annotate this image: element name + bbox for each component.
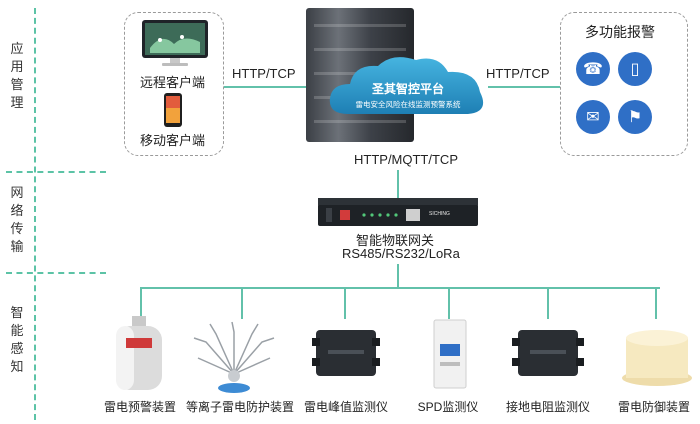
bell-icon: ⚑ <box>618 100 652 134</box>
layer-divider-2 <box>6 272 106 274</box>
smartphone-icon <box>164 93 182 127</box>
layer-label-network: 网络传输 <box>10 185 24 254</box>
protocol-down-label: HTTP/MQTT/TCP <box>354 152 458 167</box>
gateway-brand: SICHING <box>429 211 450 217</box>
alarm-title: 多功能报警 <box>585 24 655 40</box>
connector-client-platform <box>224 86 308 88</box>
mail-icon: ✉ <box>576 100 610 134</box>
protocol-left-label: HTTP/TCP <box>232 66 296 81</box>
connector-drop-5 <box>547 287 549 319</box>
cloud-platform-icon <box>329 57 484 114</box>
desktop-monitor-icon <box>142 20 208 66</box>
protocol-right-label: HTTP/TCP <box>486 66 550 81</box>
connector-gateway-bus <box>397 264 399 288</box>
remote-client-label: 远程客户端 <box>140 75 206 90</box>
layer-label-sensing: 智能感知 <box>10 305 24 374</box>
device-label: 接地电阻监测仪 <box>505 400 590 414</box>
layer-divider-vertical <box>34 8 36 420</box>
device-label: 雷电防御装置 <box>617 400 690 414</box>
device-label: 雷电预警装置 <box>103 400 176 414</box>
connector-drop-6 <box>655 287 657 319</box>
connector-platform-alarm <box>488 86 560 88</box>
connector-bus <box>140 287 660 289</box>
connector-platform-gateway <box>397 170 399 198</box>
layer-divider-1 <box>6 171 106 173</box>
client-box <box>124 12 224 156</box>
gateway-name: 智能物联网关 <box>356 233 435 248</box>
gateway-device-icon <box>318 198 478 226</box>
platform-title: 圣其智控平台 <box>371 82 444 96</box>
layer-label-application: 应用管理 <box>10 41 24 110</box>
connector-drop-4 <box>448 287 450 319</box>
plasma-protection-device-icon <box>193 321 275 393</box>
spd-monitor-device-icon <box>433 319 467 389</box>
peak-monitor-device-icon <box>312 330 380 376</box>
gateway-interfaces: RS485/RS232/LoRa <box>342 246 460 261</box>
connector-drop-3 <box>344 287 346 319</box>
lightning-warning-device-icon <box>116 316 162 390</box>
grounding-resistance-device-icon <box>512 330 584 376</box>
platform-subtitle: 雷电安全风险在线监测预警系统 <box>355 100 461 109</box>
device-label: 等离子雷电防护装置 <box>185 400 294 414</box>
mobile-client-label: 移动客户端 <box>140 133 206 148</box>
device-label: 雷电峰值监测仪 <box>303 400 388 414</box>
connector-drop-2 <box>241 287 243 319</box>
mobile-icon: ▯ <box>618 52 652 86</box>
phone-icon: ☎ <box>576 52 610 86</box>
alarm-box <box>560 12 688 156</box>
device-label: SPD监测仪 <box>417 400 479 414</box>
connector-drop-1 <box>140 287 142 319</box>
lightning-defense-device-icon <box>622 330 692 386</box>
